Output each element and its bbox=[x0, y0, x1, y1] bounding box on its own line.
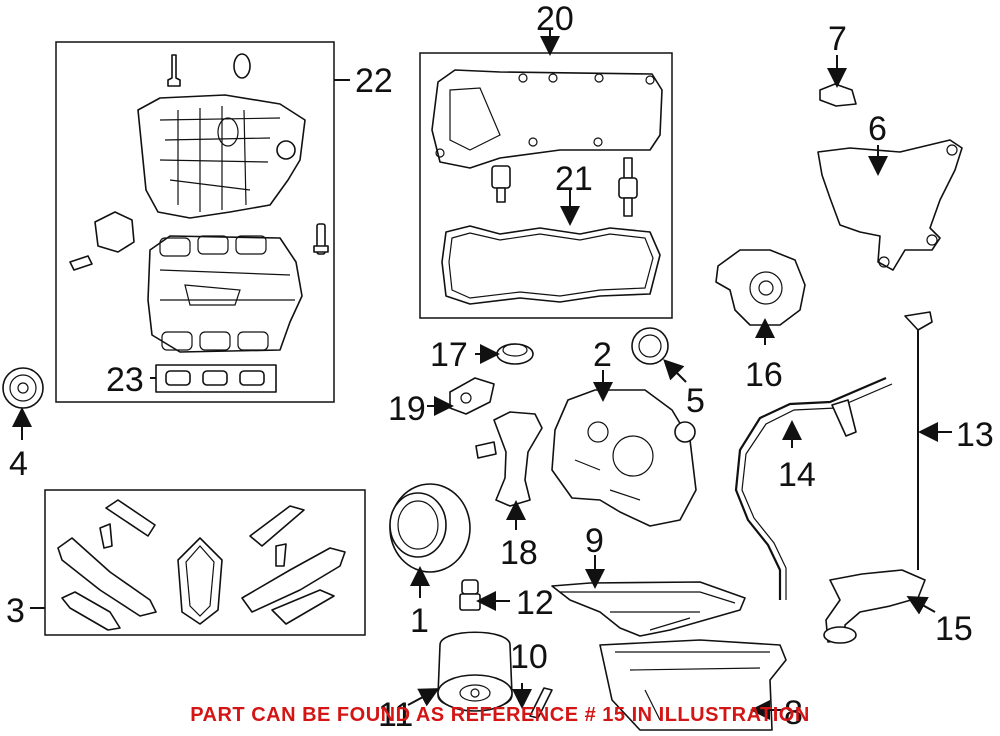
frame-timing-chain bbox=[44, 489, 366, 636]
callout-11: 11 bbox=[378, 696, 413, 734]
bracket-7 bbox=[819, 83, 857, 107]
map-sensor bbox=[69, 211, 135, 271]
callout-2: 2 bbox=[593, 336, 612, 374]
dipstick bbox=[904, 311, 933, 570]
bolt-10 bbox=[529, 687, 553, 719]
callout-23: 23 bbox=[106, 361, 144, 399]
crank-pulley bbox=[389, 483, 471, 573]
callout-6: 6 bbox=[868, 110, 887, 148]
callout-22: 22 bbox=[355, 62, 393, 100]
callout-3: 3 bbox=[6, 592, 25, 630]
callout-7: 7 bbox=[828, 20, 847, 58]
front-seal bbox=[631, 327, 669, 365]
drain-plug bbox=[459, 579, 481, 611]
callout-1: 1 bbox=[410, 602, 429, 640]
oil-filler-tube bbox=[475, 411, 543, 507]
valve-cover-gasket bbox=[441, 225, 661, 305]
timing-chain-set bbox=[57, 499, 346, 631]
valve-cover-sensor bbox=[618, 157, 638, 217]
oil-pan bbox=[599, 639, 787, 731]
callout-9: 9 bbox=[585, 522, 604, 560]
callout-20: 20 bbox=[536, 0, 574, 38]
callout-21: 21 bbox=[555, 160, 593, 198]
callout-4: 4 bbox=[9, 445, 28, 483]
callout-15: 15 bbox=[935, 610, 973, 648]
windage-tray bbox=[551, 581, 746, 637]
callout-5: 5 bbox=[686, 382, 705, 420]
callout-18: 18 bbox=[500, 534, 538, 572]
gasket-19 bbox=[449, 377, 495, 415]
oil-pickup bbox=[823, 569, 926, 644]
callout-12: 12 bbox=[516, 584, 554, 622]
crank-seal bbox=[2, 367, 44, 409]
callout-17: 17 bbox=[430, 336, 468, 374]
reference-note: PART CAN BE FOUND AS REFERENCE # 15 IN I… bbox=[190, 704, 810, 726]
callout-16: 16 bbox=[745, 356, 783, 394]
oil-filler-cap bbox=[496, 343, 534, 365]
intake-gaskets bbox=[155, 364, 277, 393]
pcv-valve bbox=[491, 165, 511, 203]
callout-8: 8 bbox=[784, 694, 803, 732]
intake-bolt-and-oring bbox=[167, 53, 251, 87]
dipstick-tube bbox=[734, 376, 887, 600]
oil-filter bbox=[437, 631, 513, 712]
callout-14: 14 bbox=[778, 456, 816, 494]
manifold-stud bbox=[313, 223, 329, 255]
water-pump bbox=[715, 249, 806, 326]
intake-manifold-upper bbox=[137, 94, 306, 219]
timing-cover bbox=[551, 389, 697, 527]
callout-10: 10 bbox=[510, 638, 548, 676]
callout-13: 13 bbox=[956, 416, 994, 454]
valve-cover bbox=[431, 69, 663, 169]
frame-intake-manifold bbox=[55, 41, 335, 403]
plate-6 bbox=[817, 139, 963, 271]
intake-manifold-lower bbox=[147, 235, 303, 353]
callout-19: 19 bbox=[388, 390, 426, 428]
